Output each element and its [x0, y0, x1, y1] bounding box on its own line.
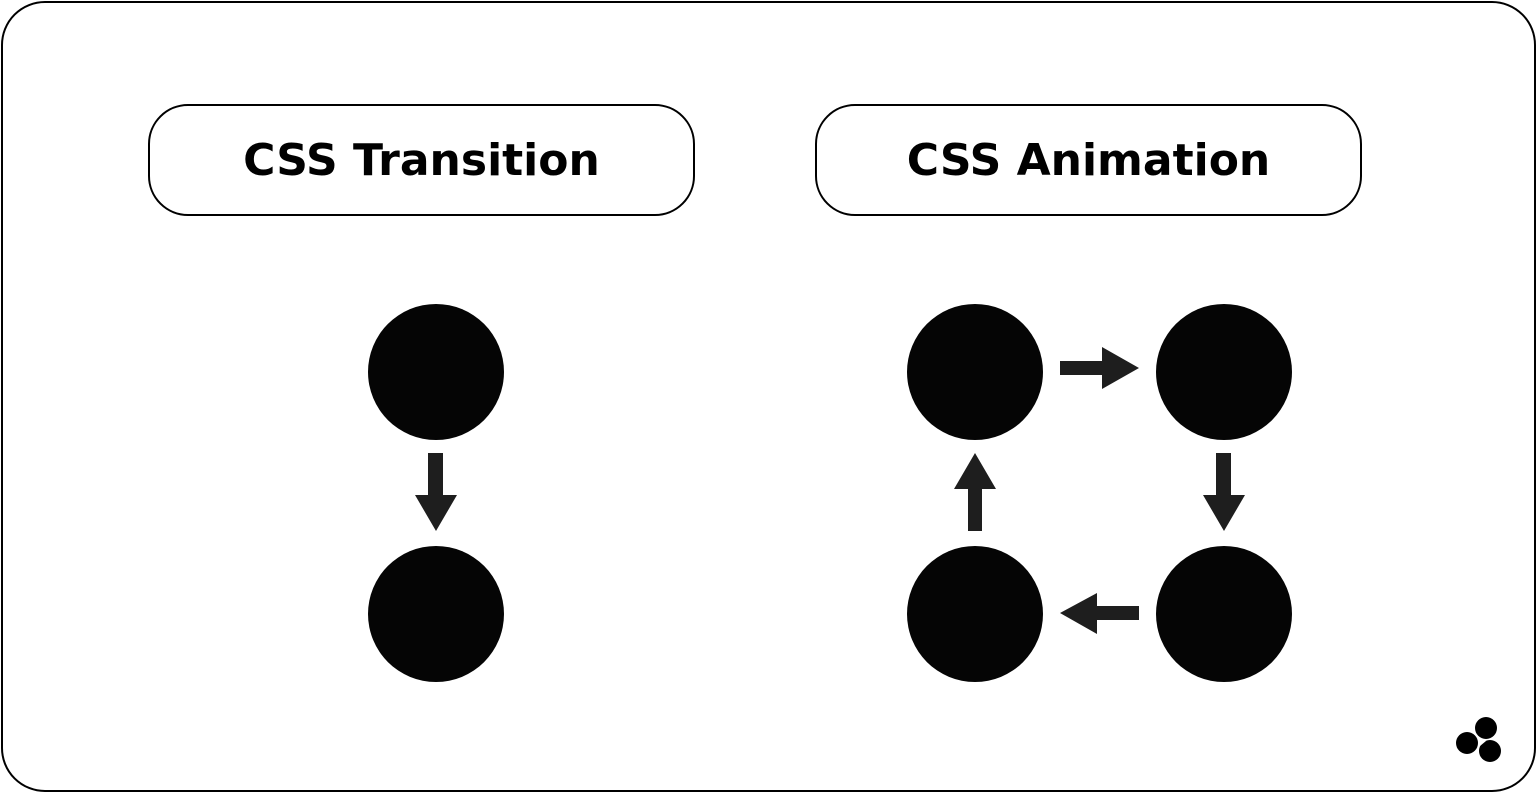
three-dots-logo-icon — [1456, 717, 1501, 762]
animation-circle-top-left — [907, 304, 1043, 440]
transition-title: CSS Transition — [243, 134, 600, 186]
transition-down-arrow-icon — [415, 453, 457, 531]
animation-left-arrow-icon — [1060, 593, 1139, 634]
animation-title-box: CSS Animation — [815, 104, 1362, 216]
animation-circle-top-right — [1156, 304, 1292, 440]
animation-down-arrow-icon — [1203, 453, 1245, 531]
transition-end-circle — [368, 546, 504, 682]
animation-circle-bottom-right — [1156, 546, 1292, 682]
transition-start-circle — [368, 304, 504, 440]
transition-title-box: CSS Transition — [148, 104, 695, 216]
animation-circle-bottom-left — [907, 546, 1043, 682]
animation-title: CSS Animation — [906, 134, 1271, 186]
animation-up-arrow-icon — [954, 453, 996, 531]
animation-right-arrow-icon — [1060, 347, 1139, 389]
